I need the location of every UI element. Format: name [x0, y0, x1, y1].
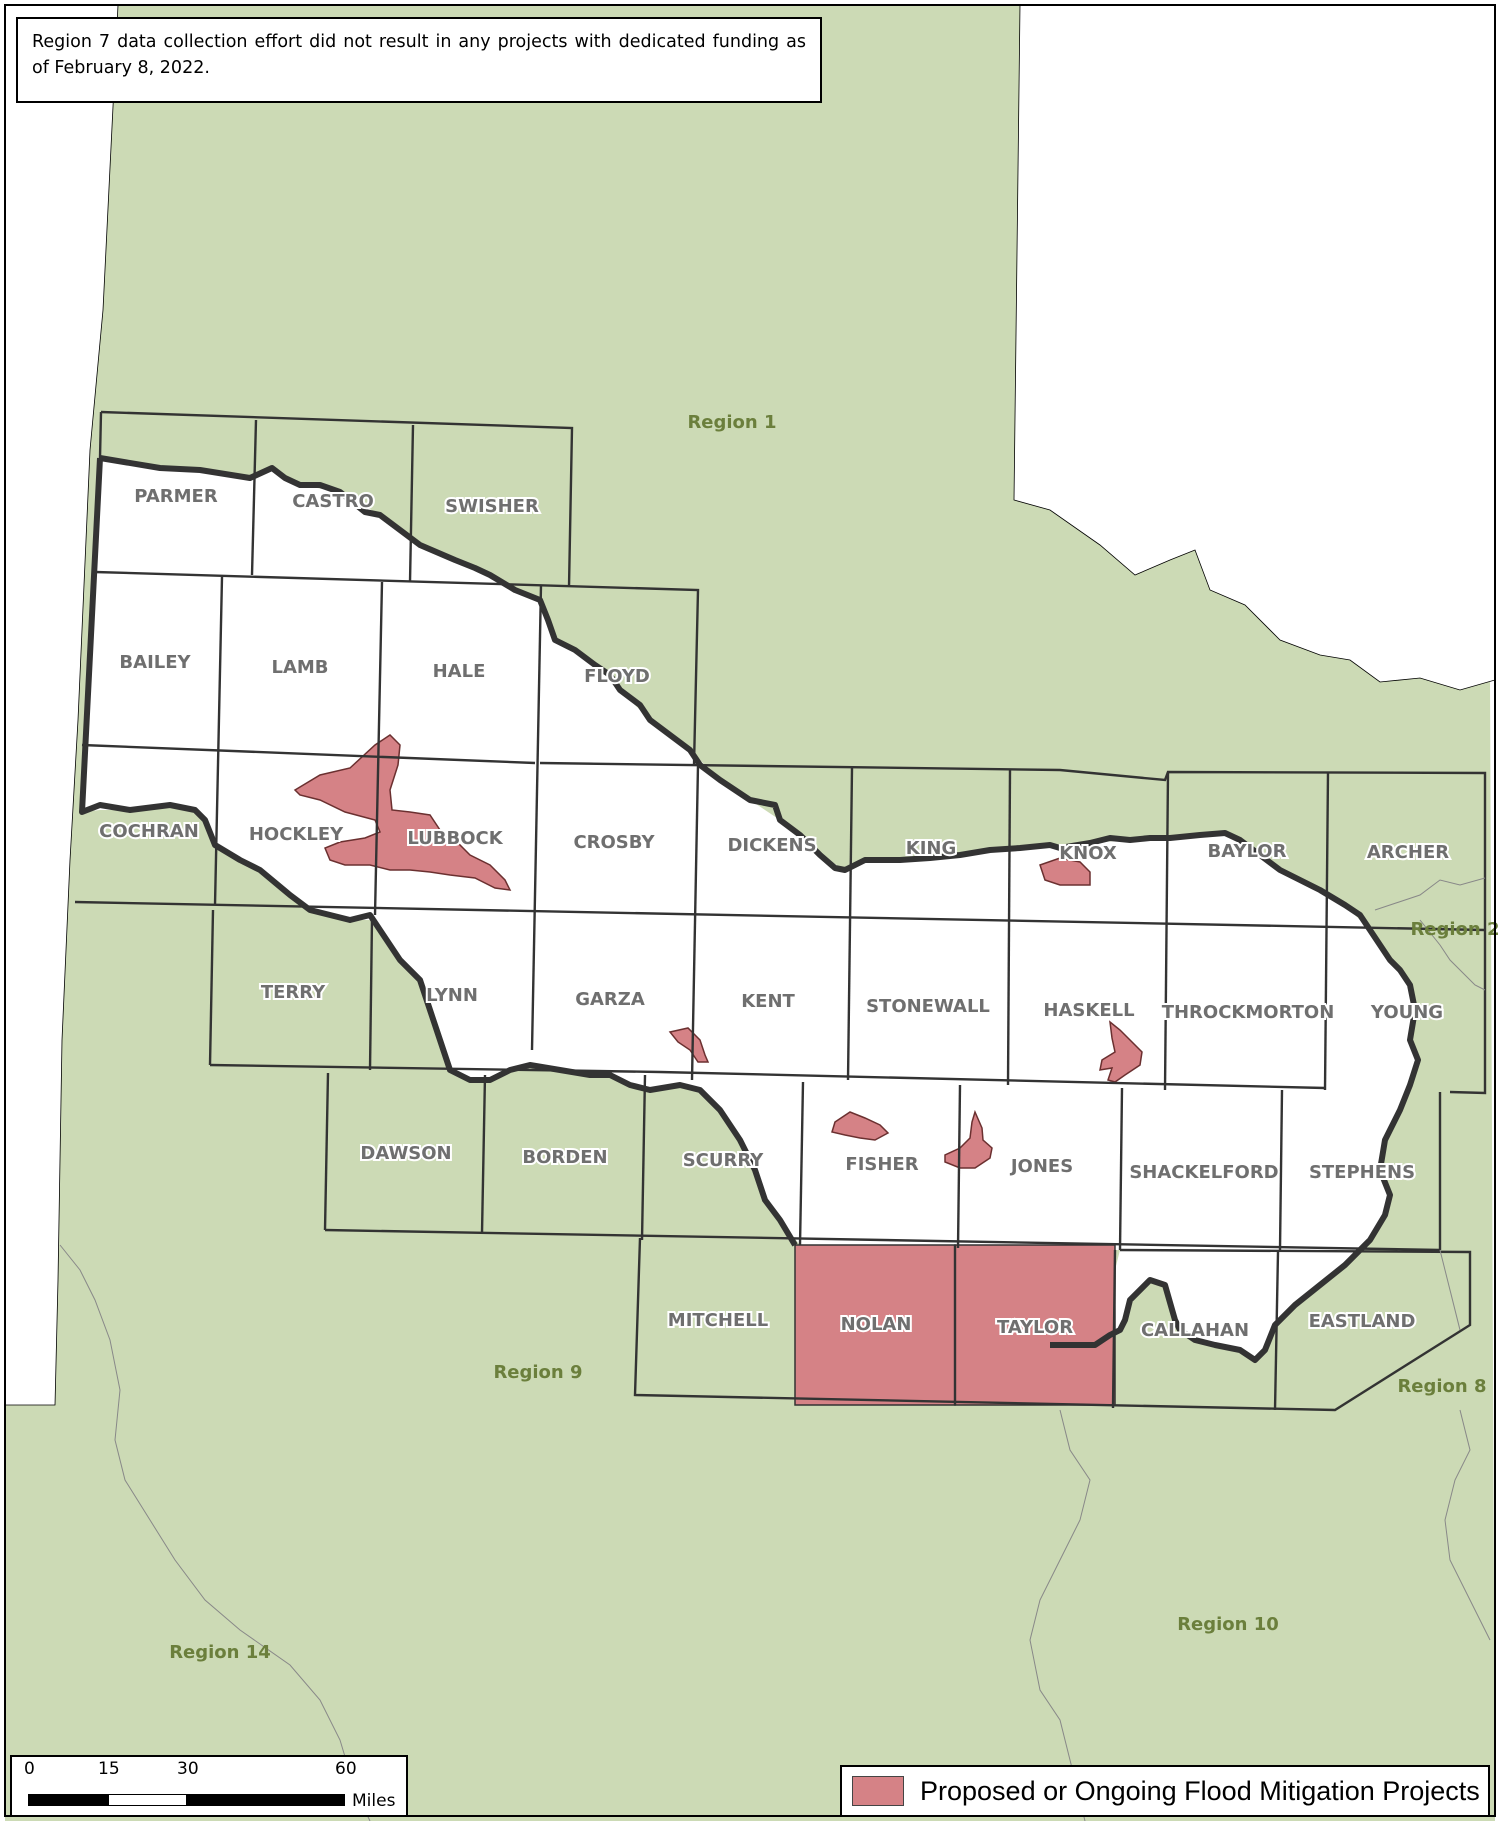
region-label-2: Region 2 [1410, 919, 1499, 940]
county-label-baylor: BAYLOR [1208, 841, 1287, 862]
note-text: Region 7 data collection effort did not … [32, 32, 806, 78]
county-label-borden: BORDEN [522, 1147, 607, 1168]
region-label-1: Region 1 [687, 412, 776, 433]
outside-area [1013, 4, 1496, 691]
county-label-callahan: CALLAHAN [1141, 1320, 1249, 1341]
scale-bar-segment-1 [28, 1794, 108, 1806]
scale-bar-segment-2 [108, 1794, 187, 1806]
county-label-archer: ARCHER [1367, 842, 1449, 863]
county-label-cochran: COCHRAN [99, 821, 199, 842]
county-label-eastland: EASTLAND [1309, 1311, 1416, 1332]
scale-bar-segment-3 [187, 1794, 345, 1806]
map-frame [4, 4, 1496, 1817]
county-label-mitchell: MITCHELL [668, 1310, 768, 1331]
legend: Proposed or Ongoing Flood Mitigation Pro… [840, 1765, 1490, 1817]
county-label-stephens: STEPHENS [1309, 1162, 1415, 1183]
county-label-haskell: HASKELL [1043, 1000, 1134, 1021]
county-label-knox: KNOX [1059, 843, 1117, 864]
county-label-kent: KENT [741, 991, 795, 1012]
county-label-jones: JONES [1009, 1156, 1073, 1177]
region-7-area [82, 458, 1418, 1360]
region-label-9: Region 9 [493, 1362, 582, 1383]
legend-label: Proposed or Ongoing Flood Mitigation Pro… [920, 1775, 1480, 1806]
region-label-8: Region 8 [1397, 1376, 1486, 1397]
note-box: Region 7 data collection effort did not … [16, 17, 822, 103]
region-label-14: Region 14 [169, 1642, 271, 1663]
county-label-king: KING [906, 838, 956, 859]
county-label-hale: HALE [433, 661, 486, 682]
county-label-crosby: CROSBY [573, 832, 655, 853]
county-label-nolan: NOLAN [841, 1314, 912, 1335]
scale-tick-15: 15 [98, 1759, 120, 1779]
county-label-lynn: LYNN [426, 985, 478, 1006]
county-label-taylor: TAYLOR [997, 1317, 1073, 1338]
region-7-boundary-west [79, 457, 798, 1247]
county-label-hockley: HOCKLEY [249, 824, 344, 845]
scale-bar: 0 15 30 60 Miles [10, 1755, 408, 1817]
county-label-dawson: DAWSON [360, 1143, 451, 1164]
project-area-fisher [831, 1111, 890, 1141]
county-label-shackelford: SHACKELFORD [1129, 1162, 1278, 1183]
county-label-bailey: BAILEY [119, 652, 191, 673]
scale-tick-0: 0 [24, 1759, 35, 1779]
county-label-young: YOUNG [1370, 1002, 1443, 1023]
county-label-castro: CASTRO [292, 491, 374, 512]
county-label-floyd: FLOYD [584, 666, 650, 687]
county-label-terry: TERRY [261, 982, 326, 1003]
county-label-stonewall: STONEWALL [866, 996, 990, 1017]
outside-area-left [4, 4, 119, 1406]
region-label-10: Region 10 [1177, 1614, 1279, 1635]
county-label-fisher: FISHER [845, 1154, 918, 1175]
region-7-boundary [99, 455, 1421, 1363]
county-label-swisher: SWISHER [445, 496, 539, 517]
region-boundaries [59, 877, 1491, 1821]
legend-swatch [852, 1776, 904, 1806]
scale-unit: Miles [352, 1791, 396, 1811]
scale-tick-30: 30 [177, 1759, 199, 1779]
county-label-parmer: PARMER [134, 486, 218, 507]
county-label-garza: GARZA [575, 989, 645, 1010]
county-label-dickens: DICKENS [727, 835, 816, 856]
scale-tick-60: 60 [335, 1759, 357, 1779]
county-label-lamb: LAMB [271, 657, 328, 678]
county-label-throckmorton: THROCKMORTON [1162, 1002, 1335, 1023]
county-label-lubbock: LUBBOCK [407, 828, 503, 849]
project-area-haskell [1099, 1020, 1143, 1083]
county-fill-taylor [954, 1244, 1116, 1406]
project-area-knox [1039, 857, 1091, 886]
county-label-scurry: SCURRY [683, 1150, 765, 1171]
